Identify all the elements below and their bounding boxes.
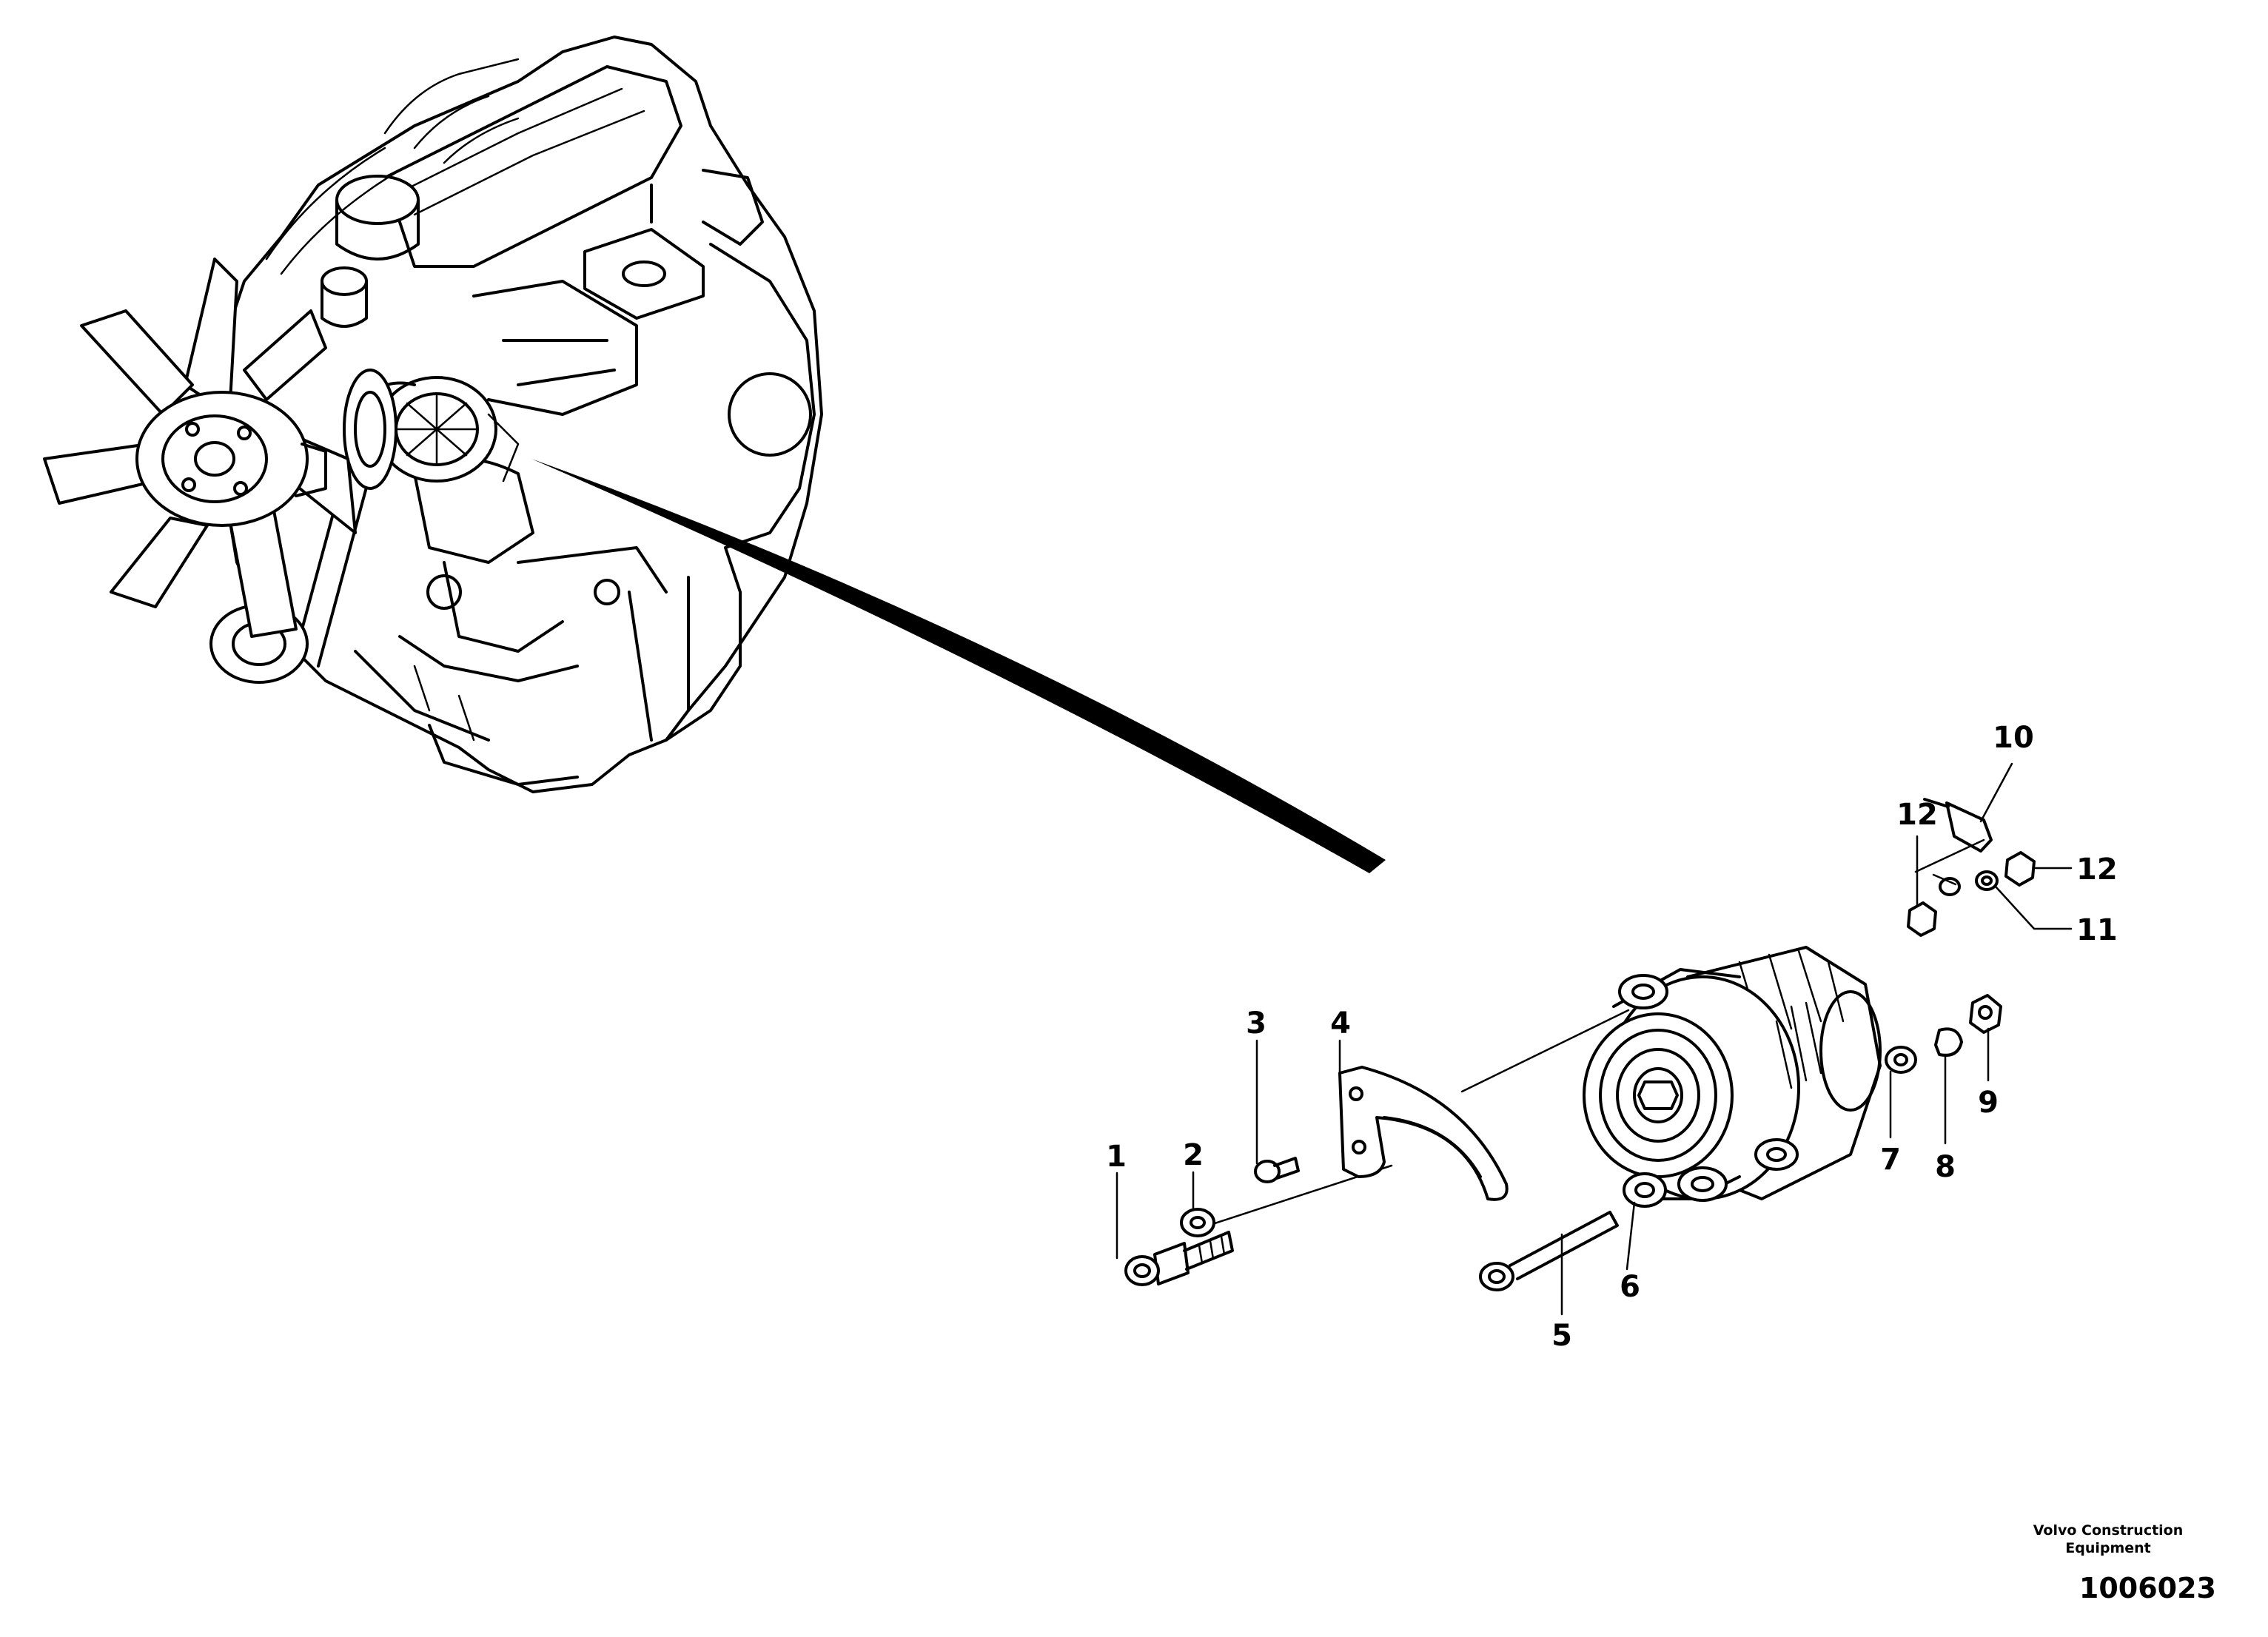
callout-8: 8 xyxy=(1935,1150,1956,1184)
callout-11: 11 xyxy=(2076,913,2118,947)
part-9-nut-icon xyxy=(1969,994,2002,1034)
part-1-bolt-icon xyxy=(1124,1231,1234,1286)
callout-4: 4 xyxy=(1330,1006,1351,1041)
callout-7: 7 xyxy=(1880,1143,1901,1177)
callout-3: 3 xyxy=(1246,1006,1266,1041)
callout-10: 10 xyxy=(1993,721,2034,755)
part-3-bolt-icon xyxy=(1254,1157,1300,1183)
part-11-washer-icon xyxy=(1975,870,1999,891)
callout-12-left: 12 xyxy=(1896,798,1938,832)
part-4-bracket-icon xyxy=(1338,1066,1509,1201)
alternator-illustration xyxy=(1583,946,1882,1202)
part-washer-small-icon xyxy=(1939,877,1961,896)
credit-line-1: Volvo Construction xyxy=(2033,1522,2184,1539)
part-7-washer-icon xyxy=(1885,1046,1917,1074)
part-5-bolt-icon xyxy=(1479,1211,1619,1291)
drawing-number: 1006023 xyxy=(2079,1572,2216,1604)
part-12-nut-right-icon xyxy=(2004,851,2036,887)
callout-2: 2 xyxy=(1183,1138,1204,1172)
publisher-credit: Volvo Construction Equipment xyxy=(1990,1522,2227,1557)
part-10-terminal-icon xyxy=(1923,798,1993,853)
part-2-washer-icon xyxy=(1180,1208,1215,1237)
part-12-nut-left-icon xyxy=(1907,901,1937,937)
callout-12-right: 12 xyxy=(2076,853,2118,887)
part-6-spacer-icon xyxy=(1623,1172,1667,1208)
fan-icon xyxy=(43,258,357,638)
callout-9: 9 xyxy=(1978,1086,1999,1120)
engine-illustration xyxy=(43,36,823,793)
credit-line-2: Equipment xyxy=(2065,1540,2151,1556)
callout-5: 5 xyxy=(1551,1319,1572,1353)
callout-1: 1 xyxy=(1106,1140,1127,1174)
detail-pointer-icon xyxy=(531,459,1386,873)
callout-6: 6 xyxy=(1620,1270,1640,1304)
leader-lines xyxy=(1115,762,2073,1316)
part-8-lockwasher-icon xyxy=(1934,1027,1963,1057)
